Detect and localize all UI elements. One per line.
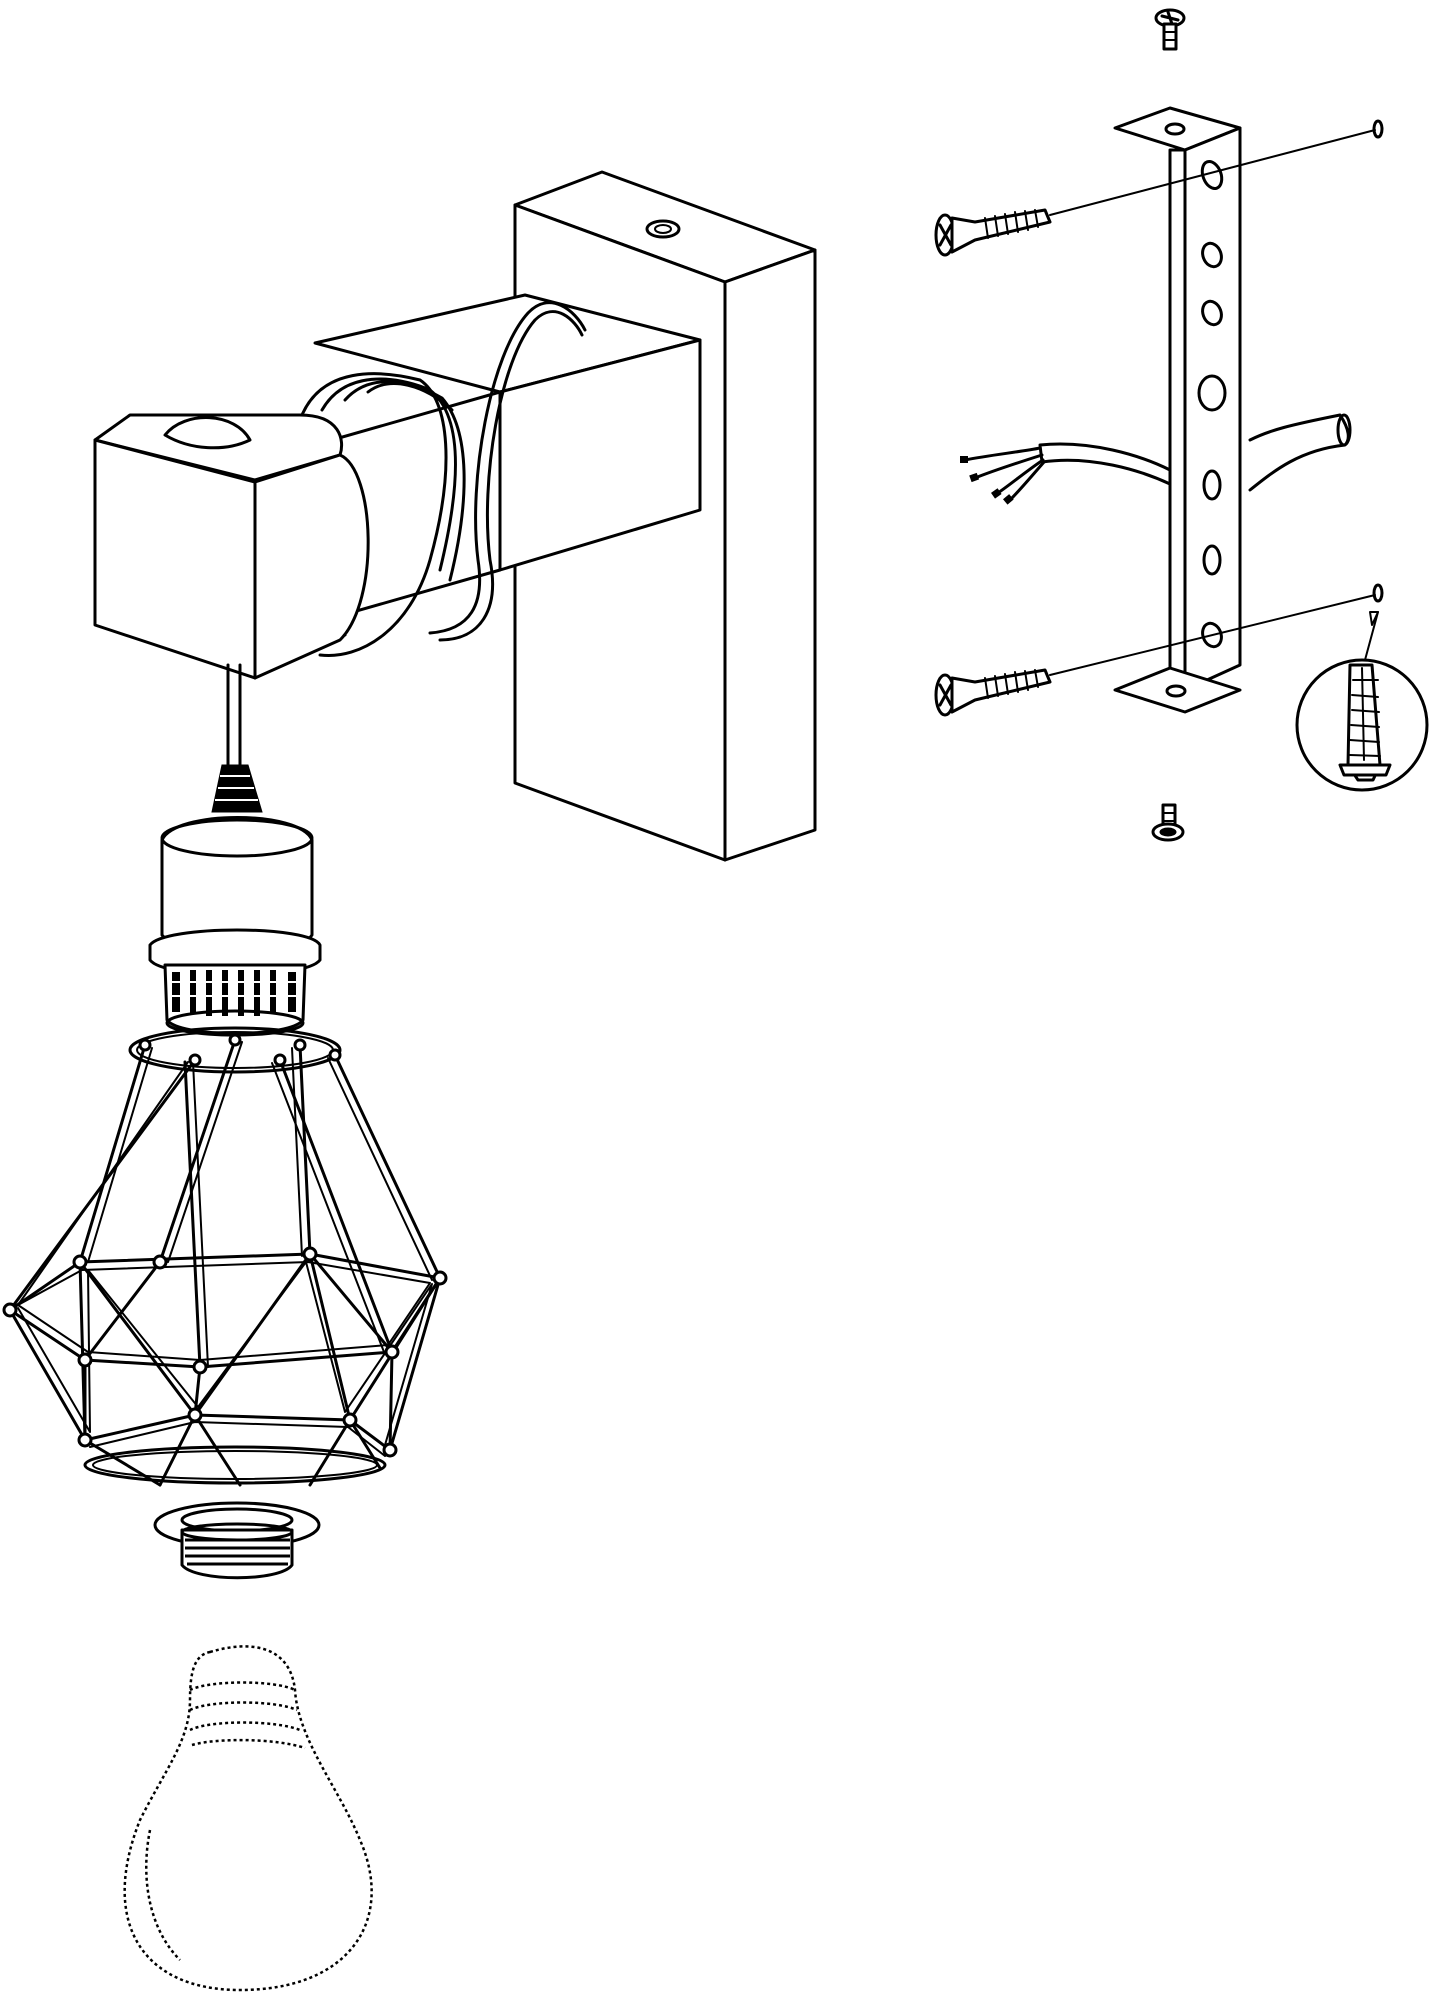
- cable-wires: [960, 446, 1046, 505]
- wall-plug: [1338, 663, 1392, 782]
- cage-joints: [2, 1033, 448, 1458]
- fixing-screw-top: [934, 119, 1384, 257]
- wire-cage-shade: [2, 1026, 448, 1487]
- thread-pattern: [168, 970, 302, 1016]
- mains-cable: [960, 413, 1352, 505]
- fixing-screw-bottom: [934, 583, 1384, 717]
- arm-end-cap: [93, 413, 370, 680]
- pendant-cord: [226, 663, 242, 770]
- shade-ring: [153, 1501, 321, 1580]
- cord-grip: [211, 764, 263, 813]
- wall-plug-detail: [1295, 611, 1429, 792]
- grub-screw-bottom: [1151, 803, 1185, 842]
- lamp-holder: [148, 816, 322, 1037]
- light-bulb: [123, 1645, 373, 1992]
- grub-screw-top: [1154, 8, 1186, 51]
- mounting-bracket: [1113, 106, 1242, 714]
